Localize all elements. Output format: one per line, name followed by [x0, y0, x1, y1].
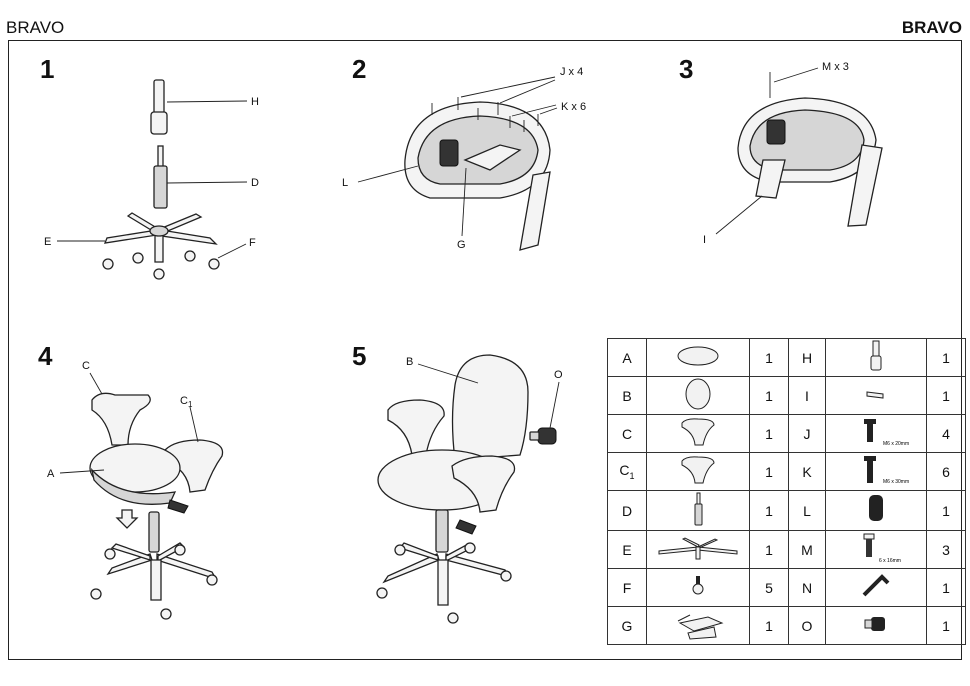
label-g: G: [457, 239, 466, 251]
part-qty: 1: [749, 490, 789, 531]
bolt-icon: M6 x 30mm: [825, 452, 927, 491]
step-4: 4 C C1 A: [38, 341, 224, 620]
step-3-number: 3: [679, 54, 693, 84]
armrest-icon: [646, 452, 750, 491]
part-qty: 4: [926, 414, 966, 453]
table-row: D 1 L 1: [607, 490, 966, 531]
armrest-icon: [646, 414, 750, 453]
part-qty: 1: [926, 606, 966, 645]
label-c: C: [82, 360, 90, 372]
step-1: 1 H D E F: [40, 54, 259, 280]
brand-left: BRAVO: [6, 18, 65, 37]
part-letter: O: [788, 606, 826, 645]
gas-lift-icon: [646, 490, 750, 531]
table-row: B 1 I 1: [607, 376, 966, 415]
star-base-part: [103, 212, 218, 263]
part-qty: 6: [926, 452, 966, 491]
part-letter: E: [607, 530, 647, 569]
label-d: D: [251, 177, 259, 189]
backrest-icon: [646, 376, 750, 415]
label-m: M x 3: [822, 61, 849, 73]
bolts-j: [431, 97, 499, 120]
table-row: E 1 M 6 x 16mm 3: [607, 530, 966, 569]
gas-cover-icon: [825, 338, 927, 377]
part-letter: A: [607, 338, 647, 377]
part-qty: 1: [749, 414, 789, 453]
table-row: F 5 N 1: [607, 568, 966, 607]
label-a: A: [47, 468, 55, 480]
label-e: E: [44, 236, 51, 248]
table-row: G 1 O 1: [607, 606, 966, 645]
part-letter: K: [788, 452, 826, 491]
part-letter: F: [607, 568, 647, 607]
part-letter: N: [788, 568, 826, 607]
table-row: C1 1 K M6 x 30mm 6: [607, 452, 966, 491]
step-3: 3 M x 3 I: [679, 54, 883, 246]
part-letter: L: [788, 490, 826, 531]
table-row: C 1 J M6 x 20mm 4: [607, 414, 966, 453]
parts-list-table: A 1 H 1 B 1 I 1 C 1 J M6 x 20mm 4 C1 1: [607, 338, 966, 645]
part-qty: 1: [749, 452, 789, 491]
label-k: K x 6: [561, 101, 586, 113]
part-qty: 5: [749, 568, 789, 607]
label-o: O: [554, 369, 563, 381]
svg-text:6 x 16mm: 6 x 16mm: [879, 558, 901, 564]
casters-part: [102, 250, 220, 280]
knob-icon: [825, 490, 927, 531]
caster-icon: [646, 568, 750, 607]
part-letter: C1: [607, 452, 647, 491]
label-j: J x 4: [560, 66, 583, 78]
part-qty: 1: [749, 606, 789, 645]
part-qty: 1: [926, 490, 966, 531]
screw-icon: 6 x 16mm: [825, 530, 927, 569]
svg-text:M6 x 30mm: M6 x 30mm: [883, 479, 909, 485]
label-f: F: [249, 237, 256, 249]
seat-underside-part: [404, 101, 551, 251]
part-letter: H: [788, 338, 826, 377]
step-1-number: 1: [40, 54, 54, 84]
part-qty: 1: [749, 338, 789, 377]
bolts-k: [509, 114, 539, 132]
seat-assembly-part: [89, 392, 224, 620]
part-letter: M: [788, 530, 826, 569]
part-letter: G: [607, 606, 647, 645]
step-2: 2 J x 4 K x 6 L G: [342, 54, 586, 251]
label-h: H: [251, 96, 259, 108]
table-row: A 1 H 1: [607, 338, 966, 377]
star-base-icon: [646, 530, 750, 569]
part-letter: J: [788, 414, 826, 453]
label-c1: C1: [180, 395, 193, 409]
brand-right: BRAVO: [901, 18, 962, 37]
part-letter: I: [788, 376, 826, 415]
label-l: L: [342, 177, 348, 189]
part-letter: D: [607, 490, 647, 531]
tension-knob-icon: [825, 606, 927, 645]
step-5: 5 B O: [352, 341, 563, 624]
part-qty: 1: [749, 376, 789, 415]
part-qty: 1: [926, 376, 966, 415]
seat-icon: [646, 338, 750, 377]
mechanism-icon: [646, 606, 750, 645]
part-letter: C: [607, 414, 647, 453]
bolt-icon: M6 x 20mm: [825, 414, 927, 453]
seat-with-mechanism-part: [737, 97, 883, 227]
part-qty: 1: [926, 568, 966, 607]
part-letter: B: [607, 376, 647, 415]
gas-cover-part: [150, 79, 168, 135]
back-bar-icon: [825, 376, 927, 415]
part-qty: 1: [749, 530, 789, 569]
hex-key-icon: [825, 568, 927, 607]
step-2-number: 2: [352, 54, 366, 84]
complete-chair-part: [376, 354, 529, 624]
label-b: B: [406, 356, 413, 368]
step-4-number: 4: [38, 341, 53, 371]
tension-knob-part: [529, 427, 557, 445]
gas-lift-part: [153, 145, 168, 209]
part-qty: 3: [926, 530, 966, 569]
part-qty: 1: [926, 338, 966, 377]
label-i: I: [703, 234, 706, 246]
svg-text:M6 x 20mm: M6 x 20mm: [883, 441, 909, 447]
step-5-number: 5: [352, 341, 366, 371]
